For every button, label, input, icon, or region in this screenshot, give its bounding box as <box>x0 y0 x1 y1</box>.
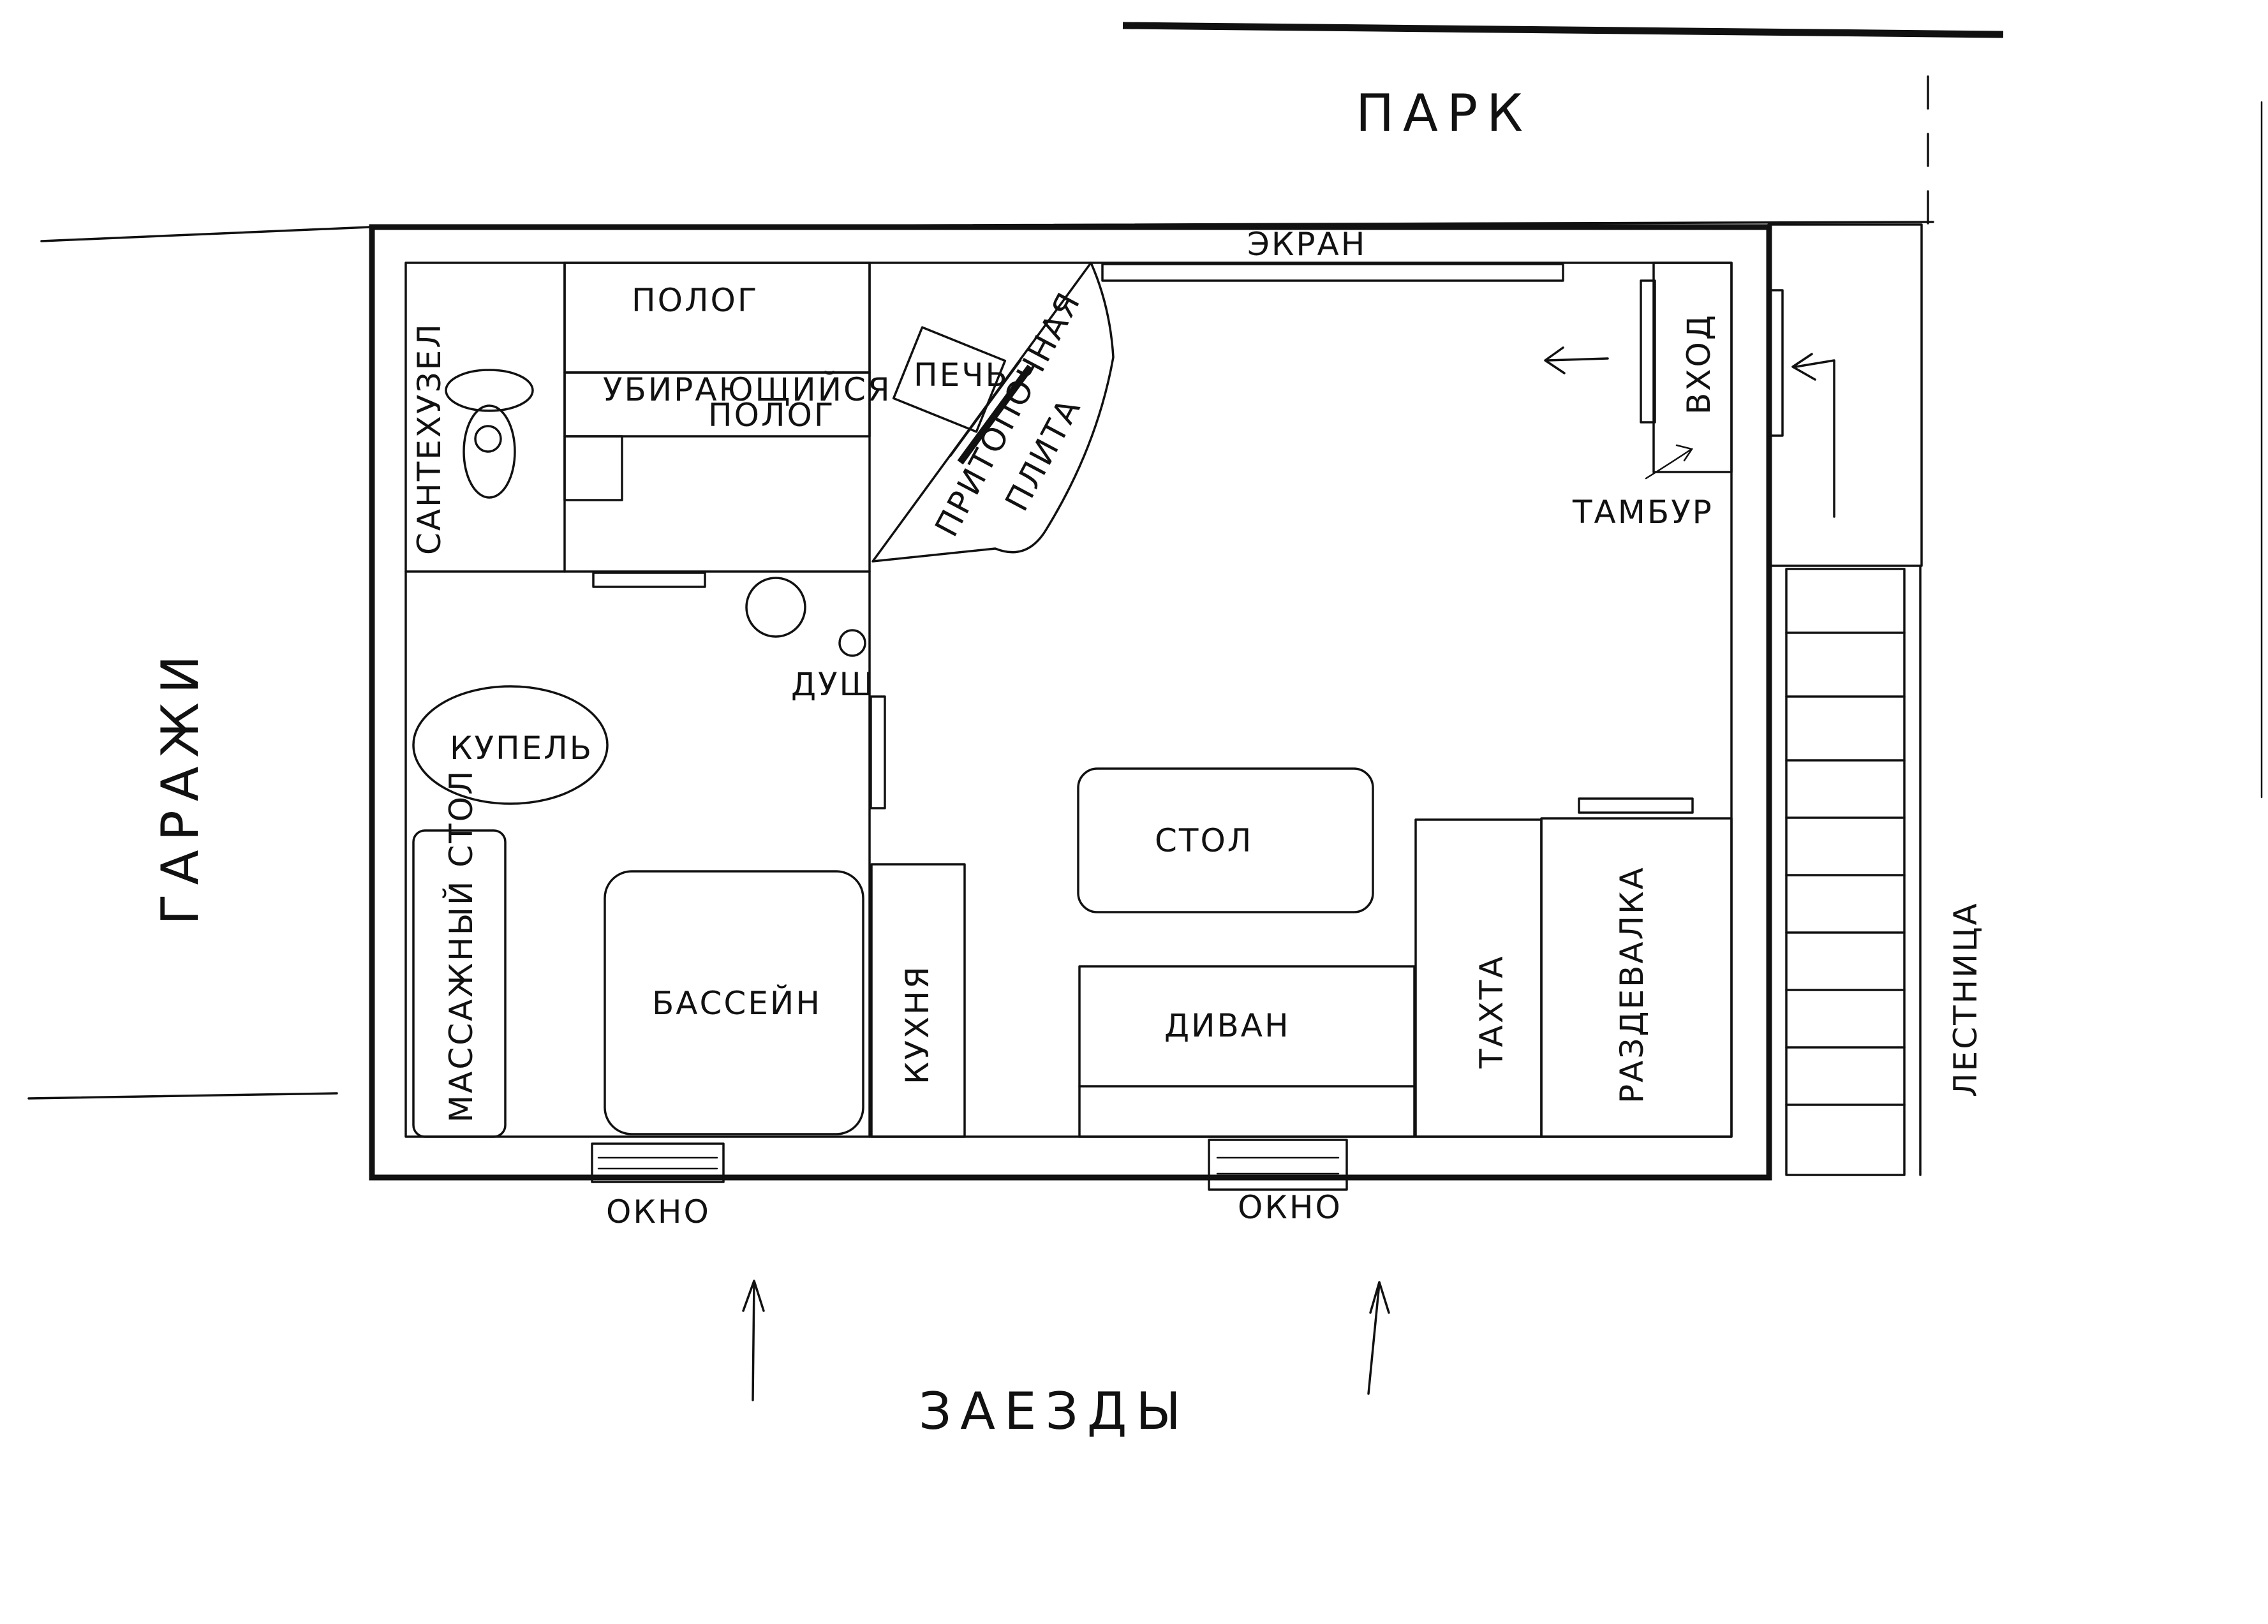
window-right <box>1208 1139 1348 1191</box>
arrow-porch <box>1795 359 1835 518</box>
vestibule <box>1652 262 1733 473</box>
inner-wall <box>404 262 1733 1138</box>
stove-enclosure <box>871 262 1115 563</box>
stair-steps <box>1785 631 1906 1106</box>
stove-area: ПЕЧЬ ПРИТОПОЧНАЯ ПЛИТА <box>871 262 1115 563</box>
kitchen-label: КУХНЯ <box>899 964 936 1084</box>
driveways-label: ЗАЕЗДЫ <box>919 1382 1190 1441</box>
vestibule-pointer-head <box>1675 444 1694 462</box>
screen <box>1101 263 1564 282</box>
arrow-enter-head <box>1544 346 1566 374</box>
font-label: КУПЕЛЬ <box>450 730 593 767</box>
stove-label: ПЕЧЬ <box>914 357 1009 394</box>
hob-plate-edge <box>949 359 1022 457</box>
stairs-label: ЛЕСТНИЦА <box>1947 901 1984 1097</box>
driveway-arrow-right-head <box>1369 1281 1390 1314</box>
pool-label: БАССЕЙН <box>652 984 822 1022</box>
font-tub <box>412 685 609 805</box>
toilet-tank <box>445 369 534 412</box>
building <box>369 224 1772 1181</box>
garage-top-line <box>40 226 371 242</box>
vestibule-label: ТАМБУР <box>1572 494 1714 531</box>
shelf-retractable <box>563 371 871 438</box>
door-steam-room <box>592 572 706 588</box>
surroundings <box>27 22 2263 1100</box>
window-left <box>591 1142 725 1183</box>
windows: ОКНО ОКНО <box>591 1139 1348 1230</box>
park-label: ПАРК <box>1356 84 1532 143</box>
arrow-porch-head <box>1791 353 1816 381</box>
shelf-label: ПОЛОГ <box>632 282 759 319</box>
retractable-shelf-label-2: ПОЛОГ <box>708 397 835 434</box>
couch-label: ТАХТА <box>1473 954 1510 1069</box>
changing-room-label: РАЗДЕВАЛКА <box>1613 866 1650 1104</box>
sofa-label: ДИВАН <box>1164 1007 1291 1044</box>
stairs <box>1785 565 1922 1176</box>
table-label: СТОЛ <box>1155 822 1253 859</box>
entrance-label: ВХОД <box>1680 313 1717 415</box>
table <box>1077 767 1374 913</box>
kitchen <box>870 863 966 1138</box>
toilet-bowl <box>463 404 516 499</box>
toilet-label: САНТЕХУЗЕЛ <box>411 322 448 555</box>
window-left-label: ОКНО <box>606 1193 711 1230</box>
arrow-enter-shaft <box>1546 357 1609 362</box>
entrance-door <box>1640 279 1656 424</box>
entrance-area: ЭКРАН ВХОД ТАМБУР <box>1101 223 1923 567</box>
stove-box <box>892 326 1007 433</box>
changing-room <box>1540 817 1733 1138</box>
door-living-room <box>870 695 886 809</box>
driveway-arrow-right-shaft <box>1367 1282 1381 1395</box>
outer-wall <box>369 224 1772 1181</box>
porch-door <box>1767 289 1784 437</box>
park-top-line <box>1122 22 2004 38</box>
screen-label: ЭКРАН <box>1247 226 1367 263</box>
massage-table <box>412 829 507 1138</box>
changing-room-door <box>1578 797 1694 814</box>
window-right-label: ОКНО <box>1238 1189 1342 1226</box>
driveway-arrow-left-shaft <box>752 1281 755 1401</box>
shelf-step <box>563 435 623 501</box>
hob-plate <box>957 364 1034 465</box>
garages-label: ГАРАЖИ <box>151 647 210 926</box>
stair-rails <box>1785 568 1906 1176</box>
sofa <box>1078 965 1416 1138</box>
pool <box>604 870 864 1135</box>
shower-head-large <box>745 577 806 638</box>
living-room: КУХНЯ СТОЛ ДИВАН ТАХТА РАЗДЕВАЛКА <box>870 767 1733 1138</box>
shower-head-small <box>838 629 866 657</box>
toilet-drain <box>474 425 502 453</box>
massage-table-label: МАССАЖНЫЙ СТОЛ <box>442 769 480 1123</box>
vestibule-pointer <box>1645 448 1692 480</box>
garage-bottom-line <box>27 1092 338 1100</box>
retractable-shelf-label-1: УБИРАЮЩИЙСЯ <box>603 371 892 408</box>
porch <box>1767 223 1923 567</box>
outside-labels: ПАРК ГАРАЖИ ЗАЕЗДЫ ЛЕСТНИЦА <box>151 84 1984 1441</box>
driveway-arrow-left-head <box>742 1280 765 1312</box>
steam-room: САНТЕХУЗЕЛ ПОЛОГ УБИРАЮЩИЙСЯ ПОЛОГ <box>411 262 892 573</box>
wash-room: ДУШ КУПЕЛЬ МАССАЖНЫЙ СТОЛ БАССЕЙН <box>412 577 875 1138</box>
shower-label: ДУШ <box>791 666 875 703</box>
